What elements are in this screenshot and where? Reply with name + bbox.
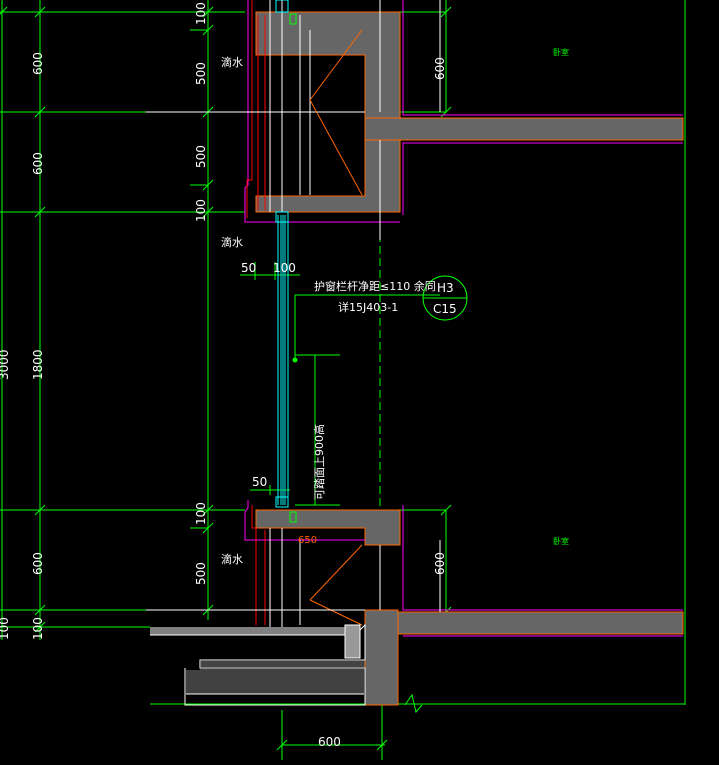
dim-left-1800: 1800 [31,349,45,380]
callout-bottom-text: C15 [433,302,457,316]
dim-h-50-b: 50 [252,475,267,489]
drip-label-2: 滴水 [221,235,243,249]
dim-left-outer-100: 100 [0,617,11,640]
concrete-elements [255,11,684,706]
callout-top-text: H3 [437,281,454,295]
dim-inner-100-b: 100 [194,199,208,222]
dim-inner-500-b: 500 [194,145,208,168]
dim-left-3000: 3000 [0,349,11,380]
glass-rail [275,0,289,508]
drip-label-3: 滴水 [221,552,243,566]
dim-inner-500-c: 500 [194,562,208,585]
dim-left-100: 100 [31,617,45,640]
dimension-lines [0,0,686,760]
dim-left-600-a: 600 [31,52,45,75]
vertical-note: 可踏面上900高 [312,424,326,500]
dim-inner-100-c: 100 [194,502,208,525]
rail-ref: 详15J403-1 [338,300,398,314]
rail-note: 护窗栏杆净距≤110 余同 [314,279,436,293]
window-handles [289,13,298,523]
dim-left-600-b: 600 [31,152,45,175]
room-label-1: 卧室 [553,47,569,57]
dim-h-650: 650 [298,535,317,546]
drip-label-1: 滴水 [221,55,243,69]
dim-inner-500-a: 500 [194,62,208,85]
white-lines [146,0,441,627]
dim-h-100: 100 [273,261,296,275]
ground-section [150,623,423,714]
room-label-2: 卧室 [553,536,569,546]
dim-inner-100-a: 100 [194,2,208,25]
dim-left-600-c: 600 [31,552,45,575]
red-lines [246,0,266,625]
dim-right-600-a: 600 [433,57,447,80]
finish-outlines [244,0,683,637]
dim-h-50-a: 50 [241,261,256,275]
dim-right-600-b: 600 [433,552,447,575]
detail-callout: H3 C15 [422,275,468,321]
dim-h-600: 600 [318,735,341,749]
